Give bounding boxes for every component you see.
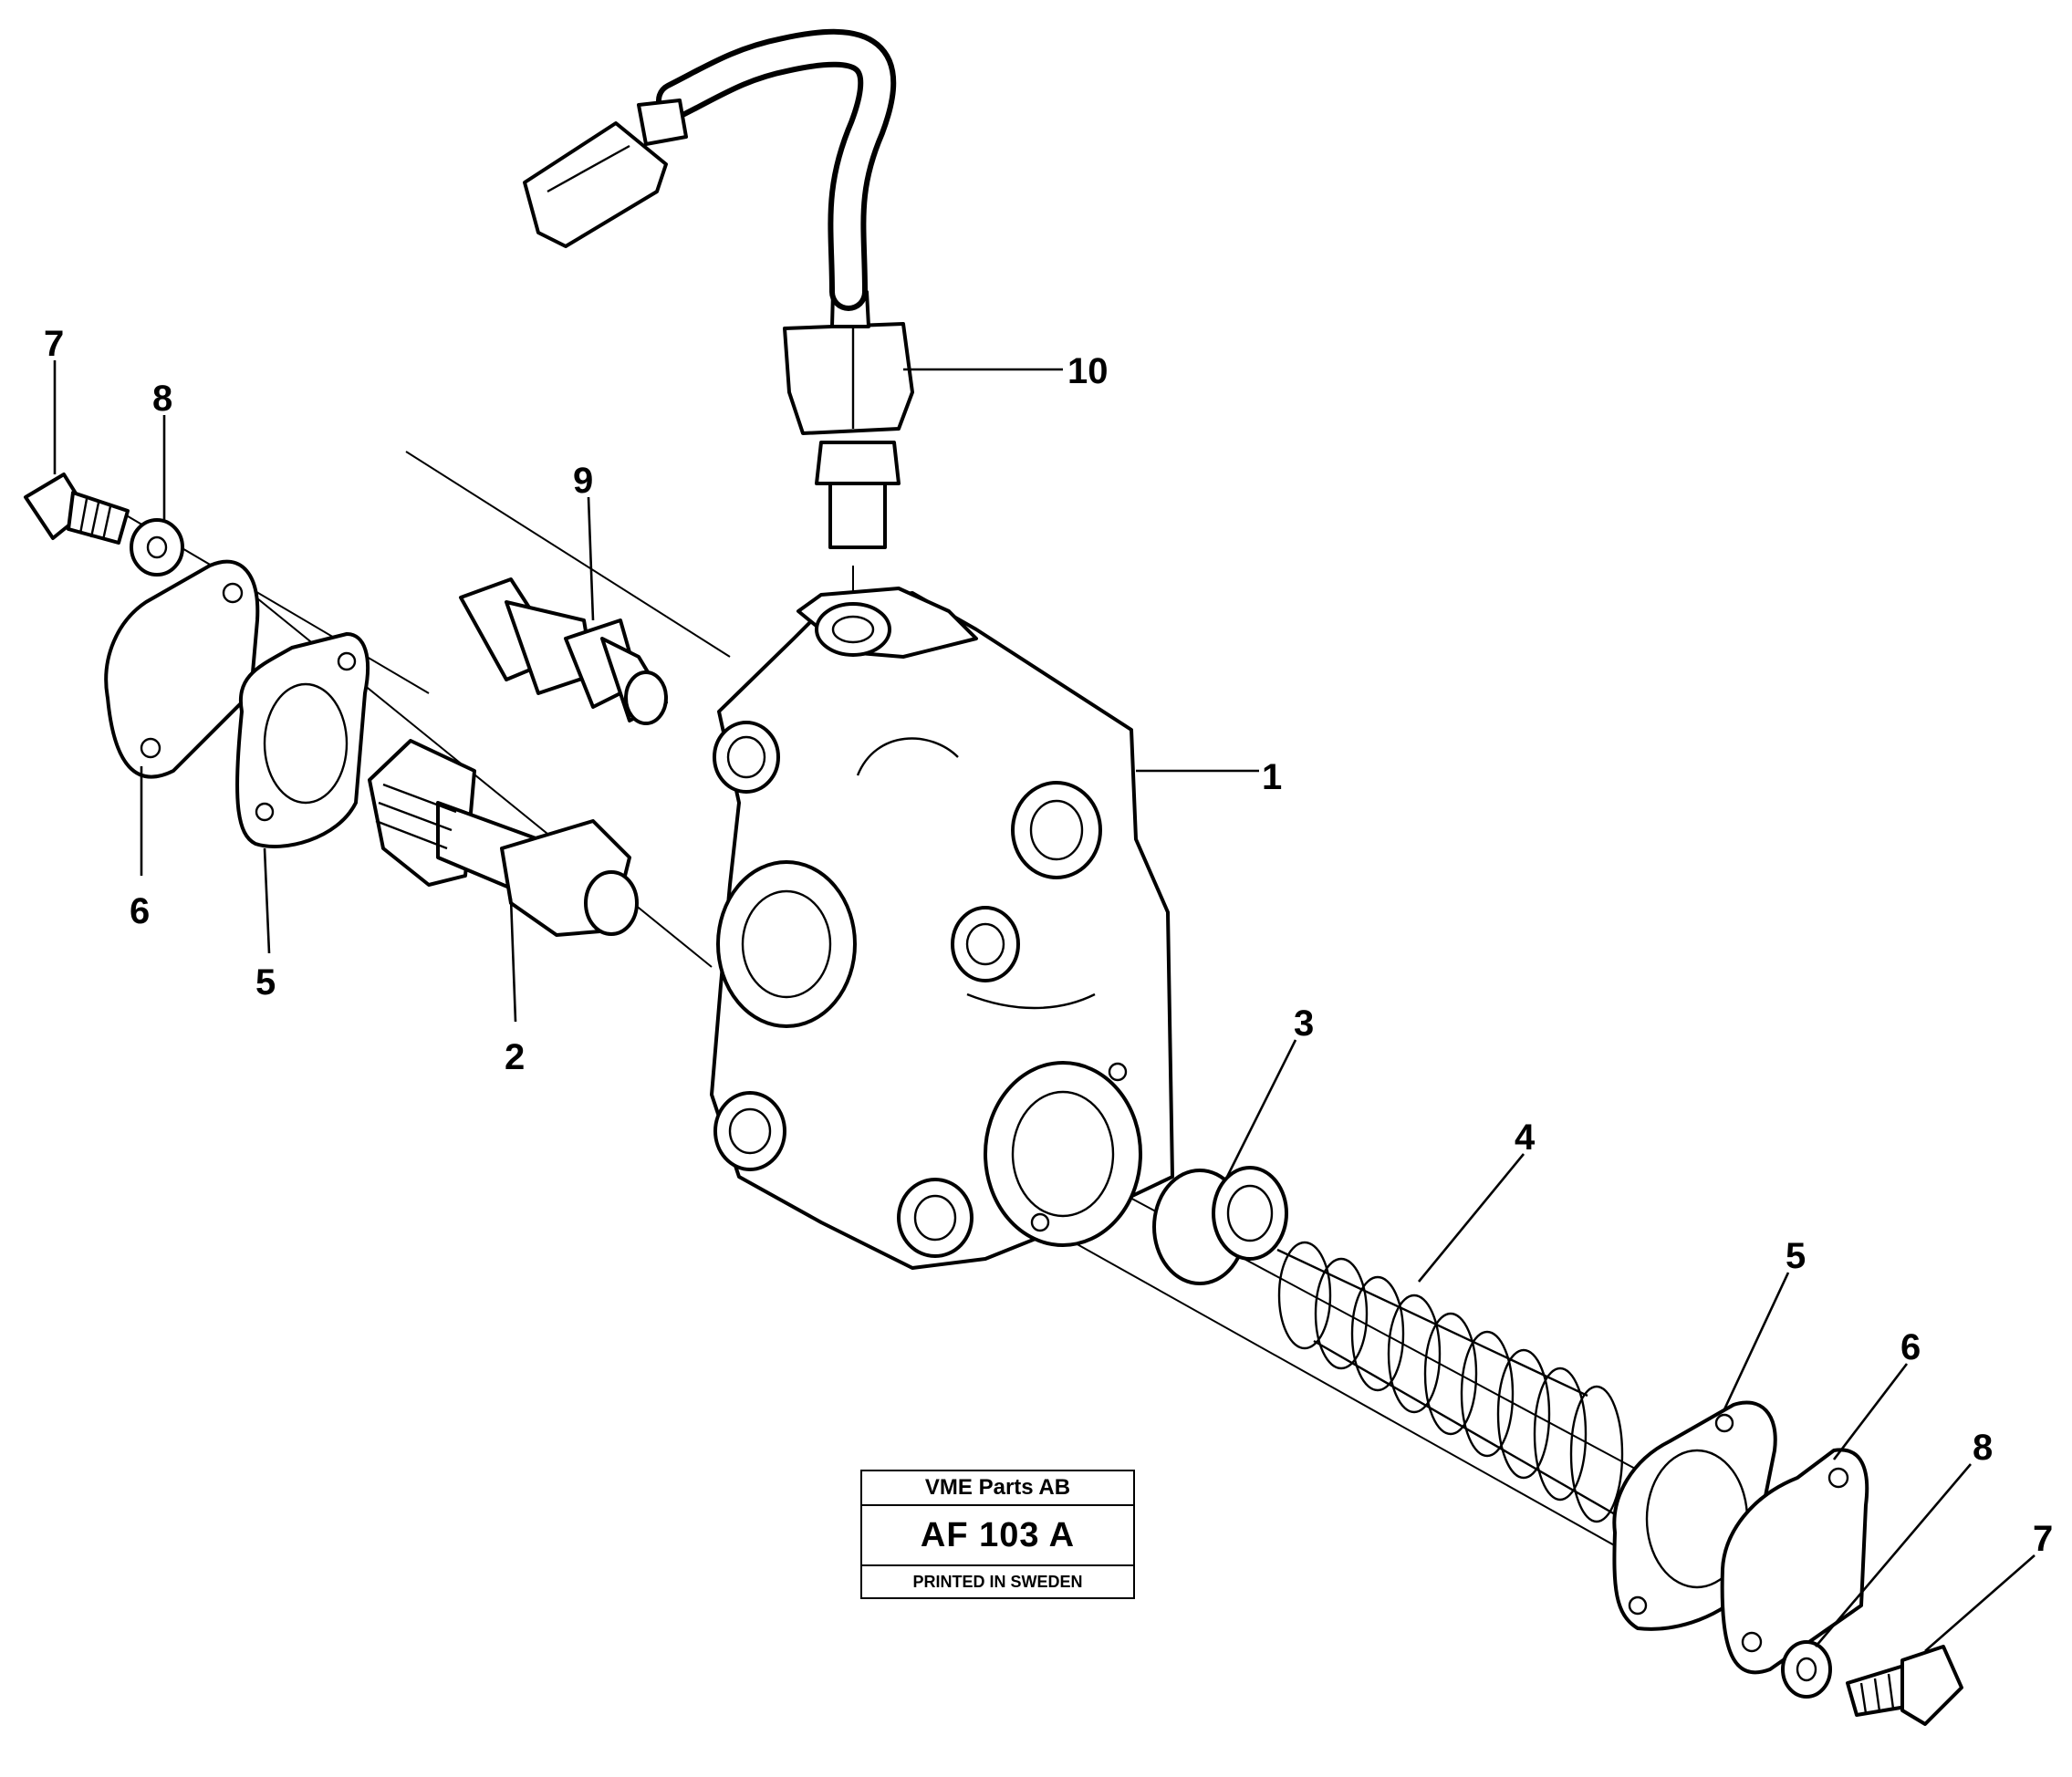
valve-spool bbox=[368, 739, 639, 937]
cover-plate-right bbox=[1720, 1448, 1869, 1675]
bolt-right bbox=[1846, 1645, 1963, 1726]
cover-plate-left bbox=[104, 559, 260, 779]
bolt-left bbox=[24, 473, 130, 545]
callout-7-left: 7 bbox=[44, 324, 64, 364]
drawing-code: AF 103 A bbox=[862, 1506, 1133, 1566]
gasket-left bbox=[235, 632, 370, 848]
callout-8-right: 8 bbox=[1973, 1428, 1993, 1468]
callout-6-left: 6 bbox=[130, 891, 150, 931]
callout-4: 4 bbox=[1515, 1117, 1536, 1158]
callout-1: 1 bbox=[1262, 757, 1282, 797]
callout-9: 9 bbox=[573, 461, 593, 501]
callout-labels: 1 2 3 4 5 5 6 6 7 7 8 8 9 10 bbox=[44, 324, 2053, 1559]
callout-leaders bbox=[53, 360, 2036, 1652]
callout-10: 10 bbox=[1067, 351, 1109, 391]
printed-note: PRINTED IN SWEDEN bbox=[912, 1573, 1083, 1591]
valve-housing bbox=[710, 587, 1174, 1270]
callout-5-left: 5 bbox=[255, 962, 276, 1003]
callout-5-right: 5 bbox=[1786, 1236, 1806, 1276]
company-name: VME Parts AB bbox=[862, 1471, 1133, 1506]
nipple-fitting bbox=[459, 577, 668, 725]
washer-left bbox=[130, 518, 184, 577]
temperature-sensor bbox=[523, 28, 914, 549]
callout-3: 3 bbox=[1294, 1003, 1314, 1044]
sleeve-ring bbox=[1152, 1166, 1288, 1285]
title-block: VME Parts AB AF 103 A PRINTED IN SWEDEN bbox=[860, 1470, 1135, 1599]
washer-right bbox=[1781, 1640, 1832, 1699]
callout-7-right: 7 bbox=[2033, 1519, 2053, 1559]
compression-spring bbox=[1276, 1241, 1624, 1523]
callout-8-left: 8 bbox=[152, 379, 172, 419]
callout-2: 2 bbox=[505, 1037, 525, 1077]
callout-6-right: 6 bbox=[1900, 1327, 1921, 1367]
